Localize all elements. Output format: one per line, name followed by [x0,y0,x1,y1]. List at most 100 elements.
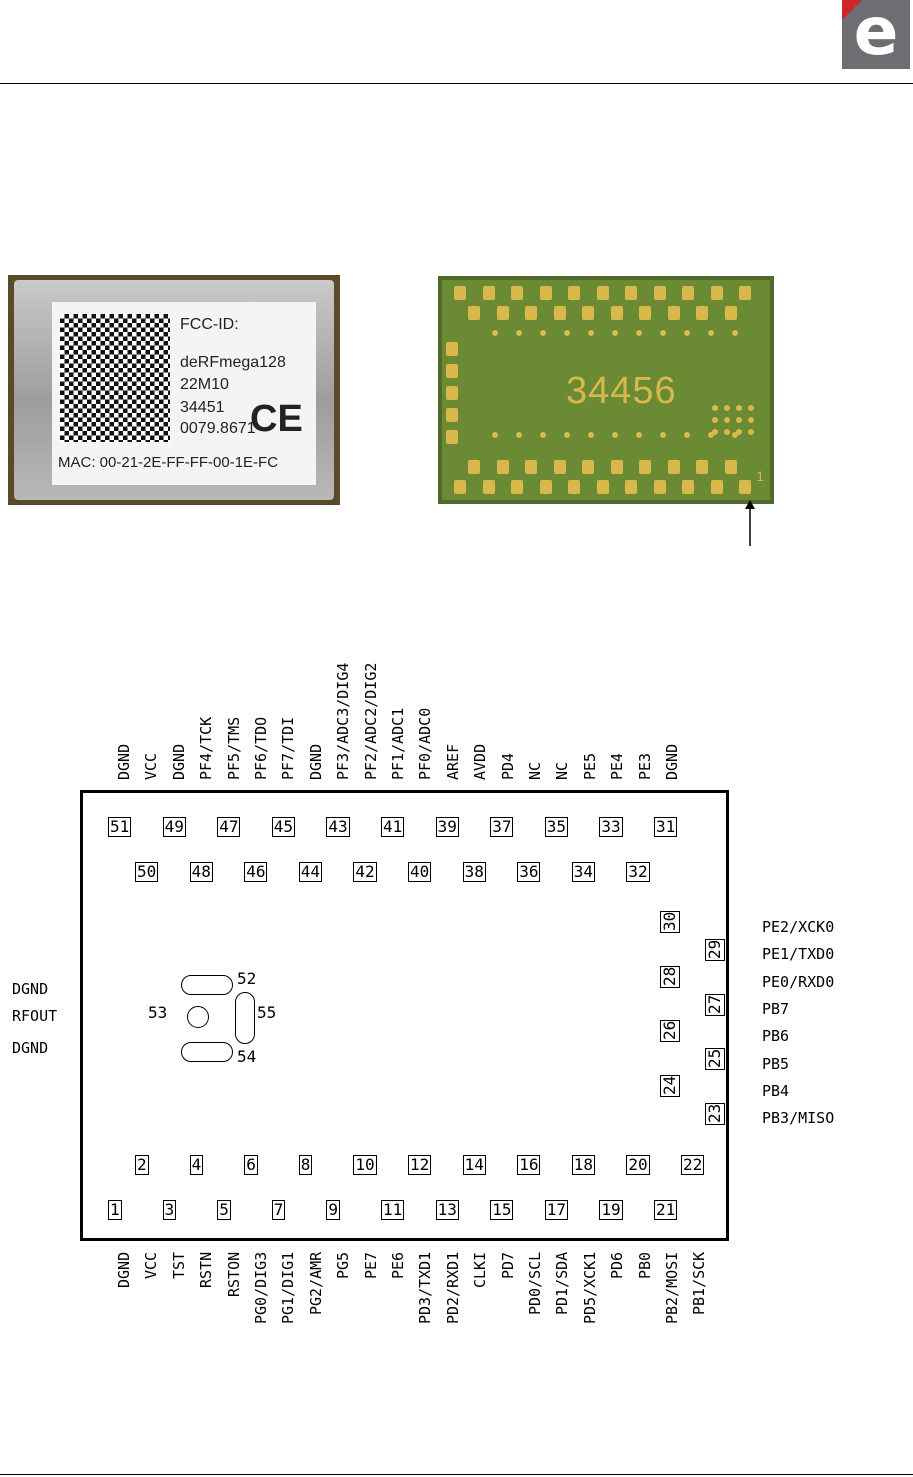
right-pin-label: PB3/MISO [762,1109,835,1128]
board-via [736,405,742,411]
pin-25: 25 [705,1048,725,1070]
top-pin-label: DGND [306,743,325,780]
top-pin-label: AVDD [471,743,490,780]
rf-pad-53-label: 53 [148,1003,168,1022]
board-pad [625,286,637,300]
bottom-pin-label: PB1/SCK [690,1251,709,1316]
board-pad [454,480,466,494]
mac-text: MAC: 00-21-2E-FF-FF-00-1E-FC [58,454,279,471]
board-pad [468,460,480,474]
top-pin-label: PF0/ADC0 [416,707,435,780]
board-pad [446,386,458,400]
pin-14: 14 [462,1155,486,1175]
bottom-pin-label: PD5/XCK1 [580,1251,599,1325]
left-pin-label: DGND [12,1039,49,1057]
bottom-pin-label: RSTN [197,1251,216,1289]
pin-48: 48 [189,862,213,882]
right-pin-label: PB5 [762,1054,790,1073]
pin-47: 47 [217,817,241,837]
pin-42: 42 [353,862,377,882]
board-via [748,429,754,435]
shield-can: FCC-ID: deRFmega128 22M10 34451 0079.867… [14,280,334,500]
pin-2: 2 [135,1155,149,1175]
board-via [732,330,738,336]
revision-text: 22M10 [180,376,229,393]
logo-red-corner [842,0,862,20]
ce-mark: CE [250,398,303,440]
pin-35: 35 [544,817,569,837]
pin-30: 30 [660,911,680,933]
left-pin-label: RFOUT [12,1007,58,1025]
board-via [564,330,570,336]
bottom-pin-label: PE7 [361,1251,380,1280]
top-pin-label: VCC [142,752,161,780]
logo-e-icon: e [853,0,899,69]
rf-pad-52-label: 52 [237,969,257,988]
board-via [588,330,594,336]
board-via [712,429,718,435]
board-code: 34456 [566,370,677,412]
rf-pad-54 [181,1042,233,1062]
board-pad [454,286,466,300]
board-via [564,432,570,438]
datamatrix-code-icon [60,314,170,442]
board-pad [610,460,623,474]
pin-20: 20 [626,1155,650,1175]
board-pad [496,306,509,320]
board-via [540,432,546,438]
bottom-pin-label: PB2/MOSI [663,1251,681,1325]
board-via [724,429,730,435]
pin-24: 24 [660,1074,680,1097]
pin-40: 40 [408,862,432,882]
footer-rule [0,1474,913,1475]
pin1-arrow-icon [745,500,755,546]
board-via [516,330,522,336]
pin-27: 27 [705,993,725,1016]
pin-21: 21 [654,1200,678,1220]
pin-7: 7 [271,1200,286,1220]
top-pin-label: PF7/TDI [279,716,298,780]
bottom-pin-label: PD1/SDA [553,1251,572,1316]
board-pad [596,286,609,300]
top-pin-label: PF3/ADC3/DIG4 [334,662,353,780]
board-via [492,330,498,336]
board-via [636,330,642,336]
pin-23: 23 [705,1102,725,1125]
top-pin-label: NC [553,761,572,780]
board-pad [539,480,552,494]
pin-49: 49 [162,817,186,837]
board-pad [482,480,495,494]
board-via [612,330,618,336]
board-via [588,432,594,438]
board-via [736,417,742,423]
id-text: 34451 [180,399,225,416]
right-pin-label: PE0/RXD0 [762,972,835,991]
pin-12: 12 [408,1155,432,1175]
bottom-pin-label: PB0 [635,1251,654,1280]
product-label: FCC-ID: deRFmega128 22M10 34451 0079.867… [52,302,316,485]
board-pad [582,460,594,474]
top-pin-label: PF4/TCK [197,716,216,780]
right-pin-label: PE1/TXD0 [762,945,835,964]
left-pin-label: DGND [12,980,49,998]
right-pin-label: PB6 [762,1027,790,1046]
board-pad [639,460,651,474]
pin-39: 39 [435,817,459,837]
board-pad [682,286,694,300]
board-pad [625,480,637,494]
board-via [736,429,742,435]
top-pin-label: PE5 [580,752,599,780]
bottom-pin-label: PD3/TXD1 [416,1251,435,1325]
bottom-pin-label: RSTON [224,1251,243,1298]
pin-5: 5 [217,1200,231,1220]
board-via [712,405,718,411]
board-pad [468,306,480,320]
module-outline [80,790,729,1241]
board-pad [553,306,566,320]
pin-37: 37 [490,817,514,837]
bottom-pin-label: PG2/AMR [306,1251,325,1316]
header-rule [0,83,913,84]
board-via [540,330,546,336]
bottom-pin-label: VCC [142,1251,161,1280]
board-via [516,432,522,438]
